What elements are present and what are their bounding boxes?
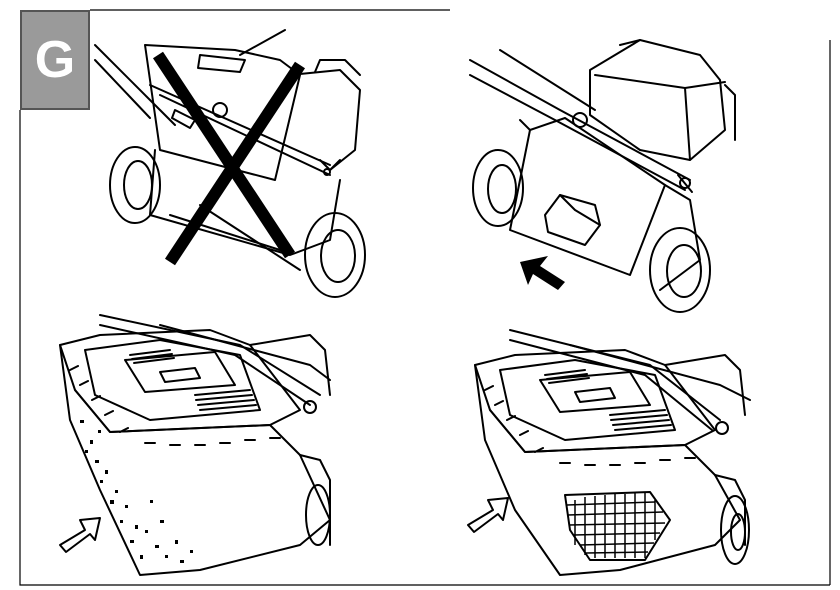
grass-texture <box>80 420 193 563</box>
arrow-up-icon <box>520 256 565 290</box>
outline-arrow-icon <box>59 517 101 553</box>
panel-empty-bag <box>474 329 751 576</box>
mesh-window <box>566 493 666 558</box>
outline-arrow-icon <box>467 497 509 533</box>
page-frame <box>19 9 831 586</box>
section-letter: G <box>34 31 76 89</box>
section-letter-badge: G <box>20 10 90 110</box>
x-mark-icon <box>152 51 306 266</box>
panel-full-bag <box>59 314 331 576</box>
panel-correct-mounting <box>469 39 736 313</box>
